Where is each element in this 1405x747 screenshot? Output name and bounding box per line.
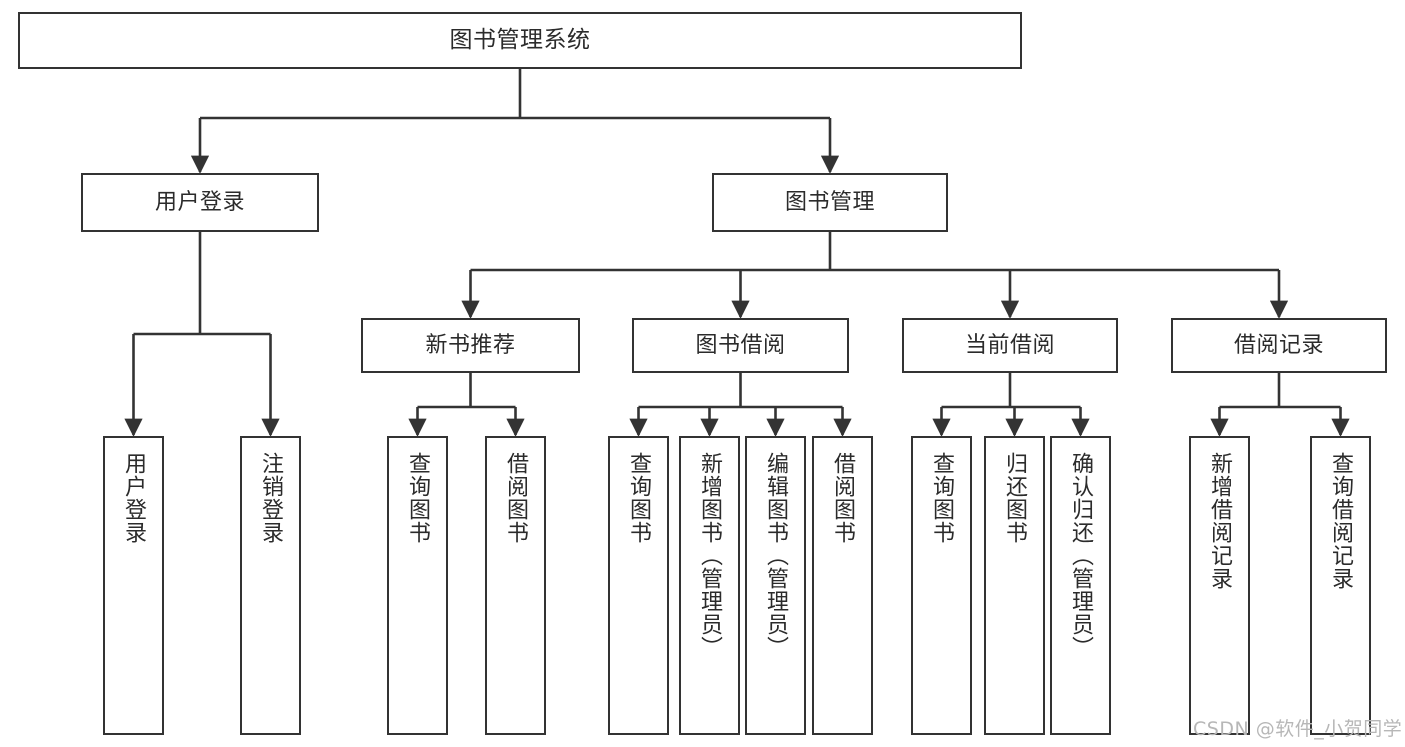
node-label: 借阅记录 xyxy=(1233,332,1324,358)
node-leaf-query-borrow-record[interactable]: 查询借阅记录 xyxy=(1310,436,1371,735)
node-label: 编辑图书（管理员） xyxy=(763,452,789,659)
node-label: 查询图书 xyxy=(626,452,652,544)
node-user-login-group[interactable]: 用户登录 xyxy=(81,173,319,232)
node-root[interactable]: 图书管理系统 xyxy=(18,12,1022,69)
node-leaf-logout[interactable]: 注销登录 xyxy=(240,436,301,735)
node-label: 归还图书 xyxy=(1002,452,1028,544)
node-leaf-add-borrow-record[interactable]: 新增借阅记录 xyxy=(1189,436,1250,735)
node-label: 用户登录 xyxy=(154,189,245,215)
node-label: 借阅图书 xyxy=(830,452,856,544)
node-label: 注销登录 xyxy=(258,452,284,544)
node-label: 新增借阅记录 xyxy=(1207,452,1233,590)
node-label: 当前借阅 xyxy=(964,332,1055,358)
node-book-borrow[interactable]: 图书借阅 xyxy=(632,318,849,373)
node-label: 图书管理系统 xyxy=(449,26,591,53)
node-borrow-record[interactable]: 借阅记录 xyxy=(1171,318,1387,373)
node-label: 查询借阅记录 xyxy=(1328,452,1354,590)
node-new-book-recommend[interactable]: 新书推荐 xyxy=(361,318,580,373)
node-leaf-confirm-return[interactable]: 确认归还（管理员） xyxy=(1050,436,1111,735)
node-label: 图书管理 xyxy=(784,189,875,215)
node-leaf-query-book-2[interactable]: 查询图书 xyxy=(608,436,669,735)
node-leaf-query-book-3[interactable]: 查询图书 xyxy=(911,436,972,735)
node-leaf-user-login[interactable]: 用户登录 xyxy=(103,436,164,735)
node-leaf-query-book-1[interactable]: 查询图书 xyxy=(387,436,448,735)
node-book-manage-group[interactable]: 图书管理 xyxy=(712,173,948,232)
node-label: 借阅图书 xyxy=(503,452,529,544)
node-leaf-borrow-book-2[interactable]: 借阅图书 xyxy=(812,436,873,735)
node-label: 新增图书（管理员） xyxy=(697,452,723,659)
node-leaf-add-book[interactable]: 新增图书（管理员） xyxy=(679,436,740,735)
node-leaf-borrow-book-1[interactable]: 借阅图书 xyxy=(485,436,546,735)
node-leaf-return-book[interactable]: 归还图书 xyxy=(984,436,1045,735)
csdn-watermark: CSDN @软件_小贺同学 xyxy=(1193,718,1403,740)
node-label: 确认归还（管理员） xyxy=(1068,452,1094,659)
node-label: 图书借阅 xyxy=(695,332,786,358)
node-leaf-edit-book[interactable]: 编辑图书（管理员） xyxy=(745,436,806,735)
node-current-borrow[interactable]: 当前借阅 xyxy=(902,318,1118,373)
node-label: 用户登录 xyxy=(121,452,147,544)
node-label: 新书推荐 xyxy=(425,332,516,358)
node-label: 查询图书 xyxy=(929,452,955,544)
node-label: 查询图书 xyxy=(405,452,431,544)
